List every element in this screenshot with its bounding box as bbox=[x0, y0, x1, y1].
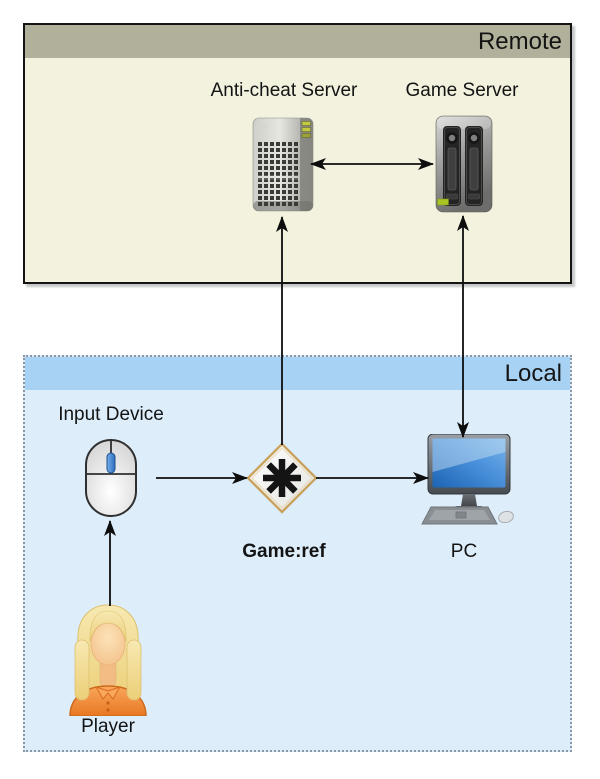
asterisk-marker bbox=[263, 459, 301, 497]
desktop-computer-icon bbox=[421, 434, 514, 525]
power-led bbox=[437, 198, 449, 206]
tower-server-icon bbox=[252, 117, 314, 212]
person-icon bbox=[69, 604, 147, 716]
label-player: Player bbox=[81, 716, 135, 737]
pc-mouse bbox=[498, 510, 514, 524]
rack-server-icon bbox=[435, 115, 493, 213]
drive-bay-right bbox=[465, 126, 483, 206]
label-pc: PC bbox=[450, 541, 478, 562]
complex-gateway-icon bbox=[246, 442, 318, 514]
drive-bay-left bbox=[443, 126, 461, 206]
group-remote-title: Remote bbox=[25, 25, 570, 58]
face bbox=[90, 622, 126, 666]
computer-mouse-icon bbox=[85, 439, 137, 517]
label-game-server: Game Server bbox=[405, 80, 519, 101]
label-input-device: Input Device bbox=[58, 404, 164, 425]
monitor-screen bbox=[432, 438, 506, 488]
group-local-title: Local bbox=[25, 357, 570, 390]
label-game-ref: Game:ref bbox=[242, 541, 326, 562]
scroll-wheel bbox=[106, 452, 116, 474]
label-anti-cheat-server: Anti-cheat Server bbox=[210, 80, 358, 101]
collar bbox=[94, 686, 122, 700]
hair-bangs bbox=[89, 610, 127, 643]
